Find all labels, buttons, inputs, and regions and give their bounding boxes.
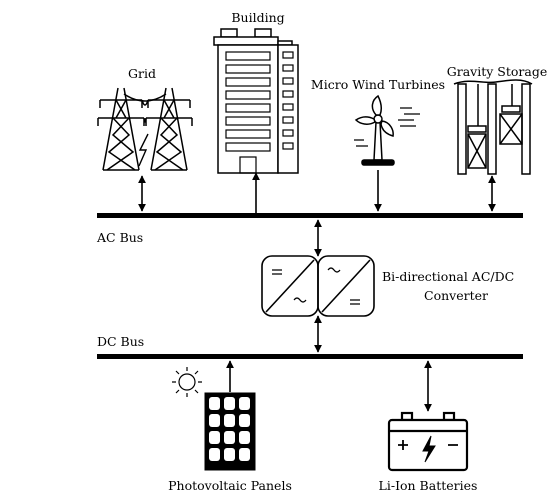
transmission-tower-icon <box>97 87 193 171</box>
ac-bus-line <box>97 213 523 218</box>
building-icon <box>213 28 299 174</box>
dc-bus-label: DC Bus <box>97 334 144 349</box>
grid-label: Grid <box>128 66 156 81</box>
wind-label: Micro Wind Turbines <box>311 77 445 92</box>
wind-turbine-icon <box>354 94 420 166</box>
ac-bus-label: AC Bus <box>96 230 143 245</box>
solar-panel-icon <box>204 392 256 471</box>
converter-icon <box>261 255 375 317</box>
building-label: Building <box>231 10 284 25</box>
pv-label: Photovoltaic Panels <box>168 478 292 493</box>
converter-label-line2: Converter <box>424 288 488 303</box>
battery-label: Li-Ion Batteries <box>379 478 478 493</box>
converter-label-line1: Bi-directional AC/DC <box>382 269 514 284</box>
battery-icon <box>387 411 469 472</box>
gravity-label: Gravity Storage <box>447 64 547 79</box>
dc-bus-line <box>97 354 523 359</box>
gravity-storage-icon <box>453 79 533 175</box>
sun-icon <box>172 367 202 397</box>
